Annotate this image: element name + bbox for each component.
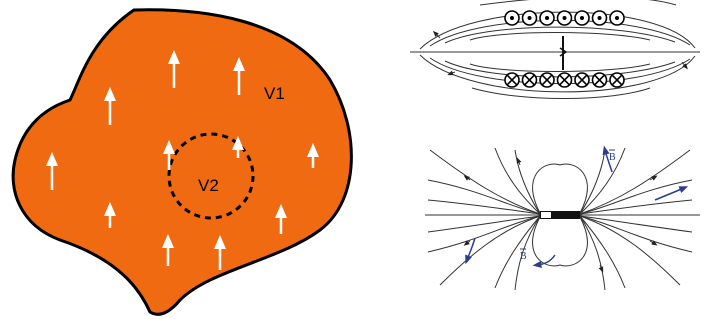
field-line xyxy=(579,149,691,215)
field-line xyxy=(427,215,541,253)
field-line xyxy=(419,54,696,93)
b-vector-top: B xyxy=(602,145,616,173)
field-arrowhead xyxy=(649,240,658,246)
field-arrow xyxy=(275,204,287,234)
b-vector-bottom-label: B xyxy=(520,251,527,262)
current-in-symbol xyxy=(591,72,608,88)
current-in-symbol xyxy=(504,72,520,88)
current-in-symbol xyxy=(609,72,625,88)
current-in-symbol xyxy=(556,72,573,88)
field-line xyxy=(469,63,651,72)
field-line xyxy=(514,215,541,291)
field-line xyxy=(469,32,651,41)
current-out-symbol xyxy=(539,10,555,26)
label-v1: V1 xyxy=(264,84,285,103)
field-arrow xyxy=(168,50,180,88)
current-out-symbol xyxy=(574,10,590,26)
field-arrow xyxy=(46,152,58,190)
current-in-symbol xyxy=(539,72,555,88)
field-line xyxy=(532,216,588,267)
field-arrow xyxy=(214,235,226,270)
label-v2: V2 xyxy=(198,176,219,195)
field-line xyxy=(444,60,676,78)
field-line xyxy=(427,215,541,233)
field-arrow xyxy=(163,140,175,170)
field-arrowhead xyxy=(516,157,522,166)
field-line xyxy=(579,215,693,233)
field-line xyxy=(494,147,541,215)
field-arrow xyxy=(233,57,245,95)
field-line xyxy=(579,199,693,215)
field-line xyxy=(579,149,606,215)
field-arrowhead xyxy=(649,175,658,181)
field-arrows xyxy=(46,50,319,270)
current-out-symbol xyxy=(609,10,625,26)
field-arrowhead xyxy=(432,30,441,39)
solenoid-bottom-row xyxy=(504,72,625,88)
field-arrowhead xyxy=(447,70,456,76)
field-arrow xyxy=(162,234,174,266)
current-in-symbol xyxy=(574,72,590,88)
field-arrow xyxy=(104,87,116,125)
region-v1-shape xyxy=(11,8,353,316)
field-line xyxy=(579,215,693,253)
field-line xyxy=(579,179,693,215)
field-line xyxy=(494,215,541,289)
solenoid-top-row xyxy=(504,10,625,26)
dipole-magnet xyxy=(540,211,580,219)
field-arrowhead xyxy=(681,61,688,70)
field-line xyxy=(579,215,681,286)
field-arrowhead xyxy=(463,240,471,246)
b-vector-left xyxy=(465,237,476,265)
field-line xyxy=(579,215,606,291)
current-out-symbol xyxy=(556,10,573,26)
field-line xyxy=(444,26,676,44)
field-line xyxy=(429,149,541,215)
b-vector-top-label: B xyxy=(609,152,616,163)
field-arrow xyxy=(104,202,116,228)
field-line xyxy=(427,199,541,215)
field-arrow xyxy=(307,143,319,168)
field-arrow xyxy=(232,136,244,158)
field-line xyxy=(471,87,651,99)
region-v2-circle xyxy=(167,132,255,220)
field-line xyxy=(532,163,588,214)
field-arrowhead xyxy=(463,175,471,181)
field-arrowhead xyxy=(598,264,604,273)
field-line xyxy=(514,149,541,215)
b-vector-bottom: B xyxy=(520,248,556,269)
current-out-symbol xyxy=(521,10,538,26)
field-line xyxy=(439,215,541,286)
solenoid-diagram xyxy=(410,0,700,99)
field-line xyxy=(579,215,626,289)
current-out-symbol xyxy=(591,10,608,26)
field-line xyxy=(579,147,626,215)
current-out-symbol xyxy=(504,10,520,26)
field-line xyxy=(479,0,677,6)
field-line xyxy=(427,179,541,215)
region-diagram: V1 V2 xyxy=(11,8,353,316)
b-vector-right xyxy=(654,186,689,201)
current-in-symbol xyxy=(521,72,538,88)
